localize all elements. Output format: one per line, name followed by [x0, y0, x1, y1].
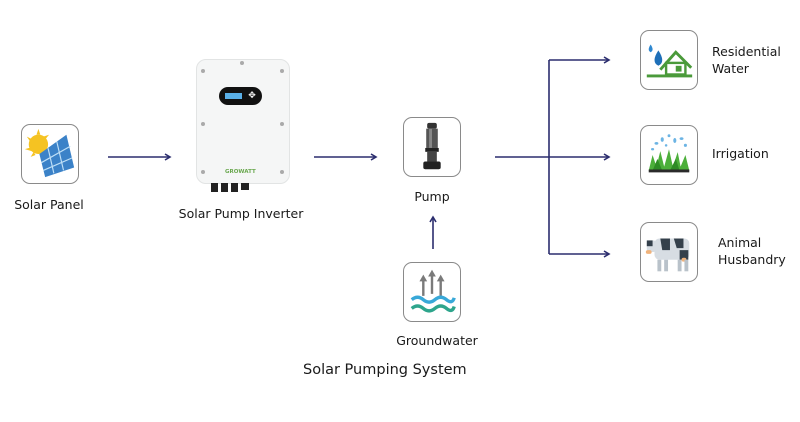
solar-panel-icon [24, 128, 75, 178]
diagram-title: Solar Pumping System [303, 362, 467, 378]
residential-water-node [640, 30, 698, 90]
groundwater-node [403, 262, 461, 322]
solar-panel-node [21, 124, 79, 184]
solar-panel-label: Solar Panel [14, 197, 84, 212]
groundwater-label: Groundwater [396, 333, 478, 348]
groundwater-icon [410, 269, 456, 313]
pump-node [403, 117, 461, 177]
pump-icon [423, 122, 441, 170]
residential-label-line2: Water [712, 61, 749, 76]
inverter-brand-logo: GROWATT [225, 169, 256, 175]
inverter-connectors [211, 183, 255, 192]
animal-label-line1: Animal [718, 235, 762, 250]
residential-label-line1: Residential [712, 44, 781, 59]
animal-label-line2: Husbandry [718, 252, 786, 267]
inverter-display-panel: ✥ [219, 87, 262, 105]
house-water-icon [646, 44, 693, 78]
inverter-device: ✥ GROWATT [196, 59, 290, 184]
inverter-keypad-icon: ✥ [248, 91, 256, 101]
inverter-lcd-screen [225, 93, 242, 99]
irrigation-label: Irrigation [712, 146, 769, 161]
animal-husbandry-node [640, 222, 698, 282]
pump-label: Pump [414, 189, 450, 204]
cow-icon [645, 238, 690, 272]
sprinkler-grass-icon [648, 134, 690, 173]
inverter-label: Solar Pump Inverter [178, 206, 304, 221]
irrigation-node [640, 125, 698, 185]
